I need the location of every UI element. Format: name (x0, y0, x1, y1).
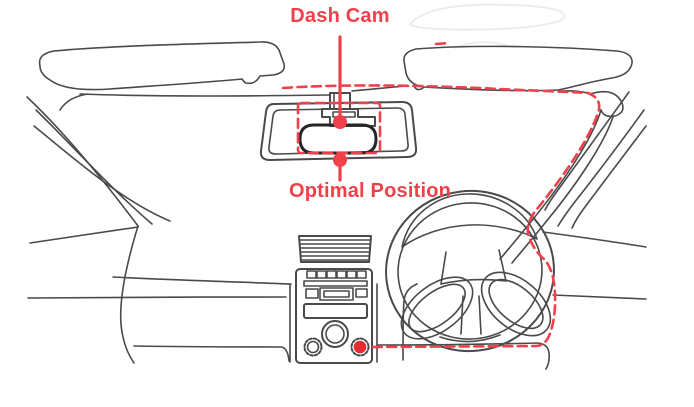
steering-wheel (385, 189, 555, 353)
rearview-mirror (259, 101, 418, 161)
right-a-pillar (499, 91, 647, 264)
power-outlet-ring (350, 337, 370, 357)
control-knobs (303, 320, 370, 357)
dash-cam-pointer-dot (333, 115, 347, 129)
dash-cam-body (298, 123, 378, 155)
optimal-position-label: Optimal Position (288, 180, 452, 202)
roof-outline (408, 3, 566, 49)
air-vent (298, 235, 372, 263)
windshield-mount (321, 92, 376, 127)
cable-route (281, 41, 601, 354)
dashboard (27, 226, 647, 370)
power-outlet (353, 340, 367, 354)
dash-cam-label: Dash Cam (290, 5, 390, 27)
center-console (295, 235, 373, 364)
audio-head-unit (295, 268, 373, 364)
annotations (296, 35, 382, 182)
left-a-pillar (26, 96, 171, 364)
optimal-position-zone (296, 101, 382, 155)
right-sun-visor (403, 45, 633, 92)
left-sun-visor (38, 41, 286, 91)
